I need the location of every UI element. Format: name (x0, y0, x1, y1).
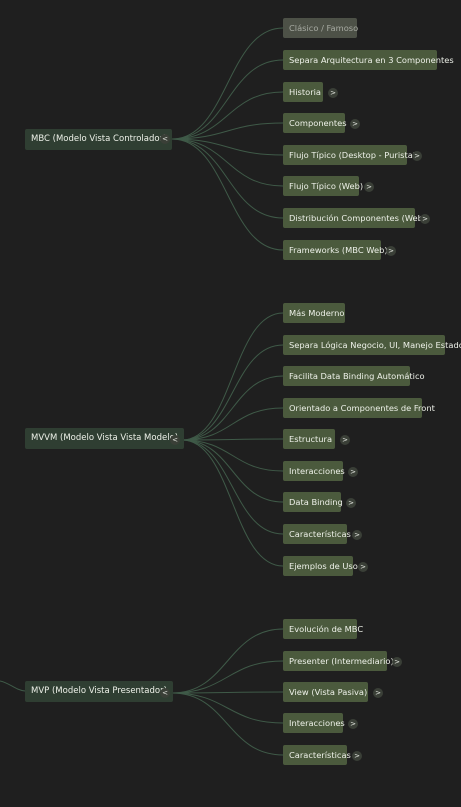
child-topic-node[interactable]: View (Vista Pasiva) (283, 682, 368, 702)
expand-toggle[interactable]: > (420, 214, 430, 224)
connector-line (171, 138, 284, 219)
topic-node[interactable]: MBC (Modelo Vista Controlador) (25, 129, 173, 150)
child-topic-node[interactable]: Interacciones (283, 713, 345, 733)
collapse-toggle[interactable]: < (170, 435, 180, 445)
child-topic-node[interactable]: Estructura (283, 429, 335, 449)
expand-toggle[interactable]: > (340, 435, 350, 445)
child-topic-node[interactable]: Características (283, 745, 351, 765)
expand-toggle[interactable]: > (352, 751, 362, 761)
expand-toggle[interactable]: > (348, 467, 358, 477)
connector-line (171, 692, 284, 724)
expand-toggle[interactable]: > (364, 182, 374, 192)
connector-line (171, 660, 284, 694)
topic-node[interactable]: MVVM (Modelo Vista Vista Modelo) (25, 428, 185, 449)
child-topic-node[interactable]: Frameworks (MBC Web) (283, 240, 388, 260)
expand-toggle[interactable]: > (386, 246, 396, 256)
expand-toggle[interactable]: > (346, 498, 356, 508)
connector-line (171, 692, 284, 756)
connector-line (171, 91, 284, 140)
connector-line (181, 312, 284, 441)
expand-toggle[interactable]: > (348, 719, 358, 729)
child-topic-node[interactable]: Clásico / Famoso (283, 18, 358, 38)
child-topic-node[interactable]: Separa Arquitectura en 3 Componentes (283, 50, 454, 70)
connector-line (181, 439, 284, 472)
child-topic-node[interactable]: Orientado a Componentes de Front (283, 398, 435, 418)
connector-line (171, 138, 284, 156)
connector-line (171, 628, 284, 694)
connector-line (0, 680, 26, 692)
connector-line (181, 439, 284, 567)
expand-toggle[interactable]: > (328, 88, 338, 98)
child-topic-node[interactable]: Características (283, 524, 351, 544)
expand-toggle[interactable]: > (412, 151, 422, 161)
topic-node[interactable]: MVP (Modelo Vista Presentador) (25, 681, 173, 702)
child-topic-node[interactable]: Componentes (283, 113, 347, 133)
expand-toggle[interactable]: > (350, 119, 360, 129)
collapse-toggle[interactable]: < (160, 134, 170, 144)
child-topic-node[interactable]: Evolución de MBC (283, 619, 363, 639)
expand-toggle[interactable]: > (392, 657, 402, 667)
connector-line (181, 439, 284, 503)
child-topic-node[interactable]: Historia (283, 82, 323, 102)
connector-line (181, 407, 284, 441)
connector-line (171, 691, 284, 694)
expand-toggle[interactable]: > (373, 688, 383, 698)
child-topic-node[interactable]: Facilita Data Binding Automático (283, 366, 425, 386)
connector-line (171, 27, 284, 140)
connector-line (181, 344, 284, 441)
connector-line (171, 138, 284, 251)
connector-line (181, 438, 284, 441)
expand-toggle[interactable]: > (358, 562, 368, 572)
collapse-toggle[interactable]: < (160, 688, 170, 698)
connector-line (181, 375, 284, 441)
child-topic-node[interactable]: Data Binding (283, 492, 343, 512)
child-topic-node[interactable]: Presenter (Intermediario) (283, 651, 394, 671)
expand-toggle[interactable]: > (352, 530, 362, 540)
child-topic-node[interactable]: Distribución Componentes (Web) (283, 208, 426, 228)
connector-line (171, 59, 284, 140)
child-topic-node[interactable]: Separa Lógica Negocio, UI, Manejo Estado (283, 335, 461, 355)
connector-line (171, 138, 284, 187)
connector-line (171, 122, 284, 140)
child-topic-node[interactable]: Flujo Típico (Web) (283, 176, 363, 196)
child-topic-node[interactable]: Ejemplos de Uso (283, 556, 358, 576)
child-topic-node[interactable]: Más Moderno (283, 303, 345, 323)
child-topic-node[interactable]: Interacciones (283, 461, 345, 481)
child-topic-node[interactable]: Flujo Típico (Desktop - Purista) (283, 145, 416, 165)
connector-line (181, 439, 284, 535)
